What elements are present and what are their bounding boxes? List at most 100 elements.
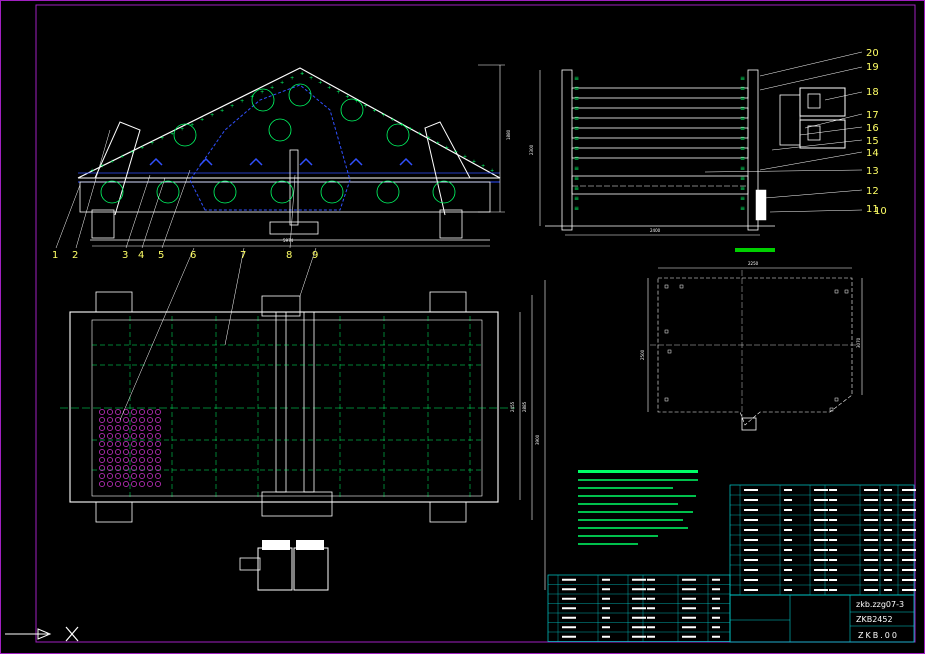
table-cell-text	[902, 549, 916, 551]
table-cell-text	[744, 579, 758, 581]
table-cell-text	[744, 549, 758, 551]
table-cell-text	[864, 519, 878, 521]
leader-line	[55, 184, 81, 249]
table-cell-text	[744, 569, 758, 571]
mesh-hole	[139, 441, 145, 447]
bolt-mark: +	[390, 117, 394, 123]
bolt-mark: ≡	[740, 195, 745, 202]
mesh-hole	[115, 465, 121, 471]
table-cell-text	[744, 529, 758, 531]
mesh-hole	[99, 417, 105, 423]
bolt-mark: +	[363, 103, 367, 109]
mesh-hole	[155, 465, 161, 471]
part-label-16: 16	[866, 123, 879, 134]
front-view-bolts: ++++++++++++++++++++++++++++++++++++++++…	[90, 71, 494, 174]
leader-line	[764, 189, 863, 199]
part-label-4: 4	[138, 250, 144, 261]
mesh-hole	[107, 433, 113, 439]
mesh-hole	[131, 465, 137, 471]
mesh-hole	[107, 457, 113, 463]
leader-line	[75, 129, 111, 249]
table-cell-text	[562, 635, 576, 638]
table-cell-text	[864, 589, 878, 591]
mesh-hole	[107, 425, 113, 431]
table-cell-text	[632, 588, 646, 591]
mesh-hole	[139, 417, 145, 423]
table-cell-text	[814, 579, 828, 581]
anchor-hole	[664, 397, 669, 402]
blue-hook	[349, 157, 363, 166]
mesh-hole	[147, 409, 153, 415]
base-side-label: 3070	[856, 337, 861, 348]
table-cell-text	[829, 529, 837, 531]
table-cell-text	[784, 519, 792, 521]
leader-line	[769, 209, 863, 213]
bolt-mark: +	[300, 71, 304, 77]
bolt-mark: +	[327, 85, 331, 91]
blue-hook	[299, 157, 313, 166]
table-cell-text	[682, 607, 696, 610]
mesh-hole	[147, 417, 153, 423]
plan-width-outer-label: 2885	[522, 401, 527, 412]
table-cell-text	[884, 509, 892, 511]
eccentric-block	[432, 180, 456, 204]
mesh-hole	[123, 481, 129, 487]
mesh-hole	[155, 449, 161, 455]
plan-view	[60, 291, 515, 591]
bolt-mark: ≡	[574, 125, 579, 132]
bolt-mark: ≡	[740, 75, 745, 82]
bolt-mark: ≡	[740, 155, 745, 162]
table-cell-text	[864, 539, 878, 541]
anchor-hole	[667, 349, 672, 354]
leader-line	[759, 51, 863, 77]
table-cell-text	[712, 607, 720, 610]
bolt-mark: +	[90, 168, 94, 174]
table-cell-text	[829, 549, 837, 551]
bolt-mark: +	[372, 108, 376, 114]
table-cell-text	[682, 626, 696, 629]
table-cell-text	[814, 559, 828, 561]
bolt-mark: ≡	[574, 195, 579, 202]
table-cell-text	[814, 489, 828, 491]
table-cell-text	[784, 579, 792, 581]
mesh-hole	[115, 433, 121, 439]
table-cell-text	[682, 597, 696, 600]
table-cell-text	[864, 569, 878, 571]
mesh-hole	[115, 473, 121, 479]
table-cell-text	[829, 519, 837, 521]
leader-line	[289, 174, 296, 249]
table-cell-text	[884, 559, 892, 561]
bolt-mark: +	[463, 154, 467, 160]
bolt-mark: +	[240, 99, 244, 105]
part-label-10: 10	[874, 206, 887, 217]
table-cell-text	[744, 509, 758, 511]
bolt-mark: ≡	[740, 185, 745, 192]
bolt-mark: +	[120, 154, 124, 160]
mesh-hole	[155, 433, 161, 439]
bolt-mark: ≡	[740, 95, 745, 102]
table-cell-text	[814, 569, 828, 571]
table-cell-text	[647, 607, 655, 610]
blue-hook	[149, 157, 163, 166]
bolt-mark: +	[345, 94, 349, 100]
mesh-hole	[115, 417, 121, 423]
table-cell-text	[744, 519, 758, 521]
table-cell-text	[647, 626, 655, 629]
mesh-hole	[99, 473, 105, 479]
part-label-19: 19	[866, 62, 879, 73]
side-view-bolts: ≡≡≡≡≡≡≡≡≡≡≡≡≡≡≡≡≡≡≡≡≡≡≡≡≡≡≡≡	[574, 75, 745, 212]
mesh-hole	[107, 465, 113, 471]
leader-line	[161, 169, 191, 249]
cross-x-icon	[65, 626, 79, 642]
table-cell-text	[829, 569, 837, 571]
table-cell-text	[902, 499, 916, 501]
side-height-dimension: 2300	[529, 70, 541, 226]
part-label-12: 12	[866, 186, 879, 197]
mesh-hole	[123, 457, 129, 463]
table-cell-text	[902, 539, 916, 541]
mesh-hole	[147, 425, 153, 431]
side-width-dimension: 2400	[565, 228, 760, 236]
front-width-label: 5974	[283, 238, 294, 243]
leader-line	[125, 174, 151, 249]
